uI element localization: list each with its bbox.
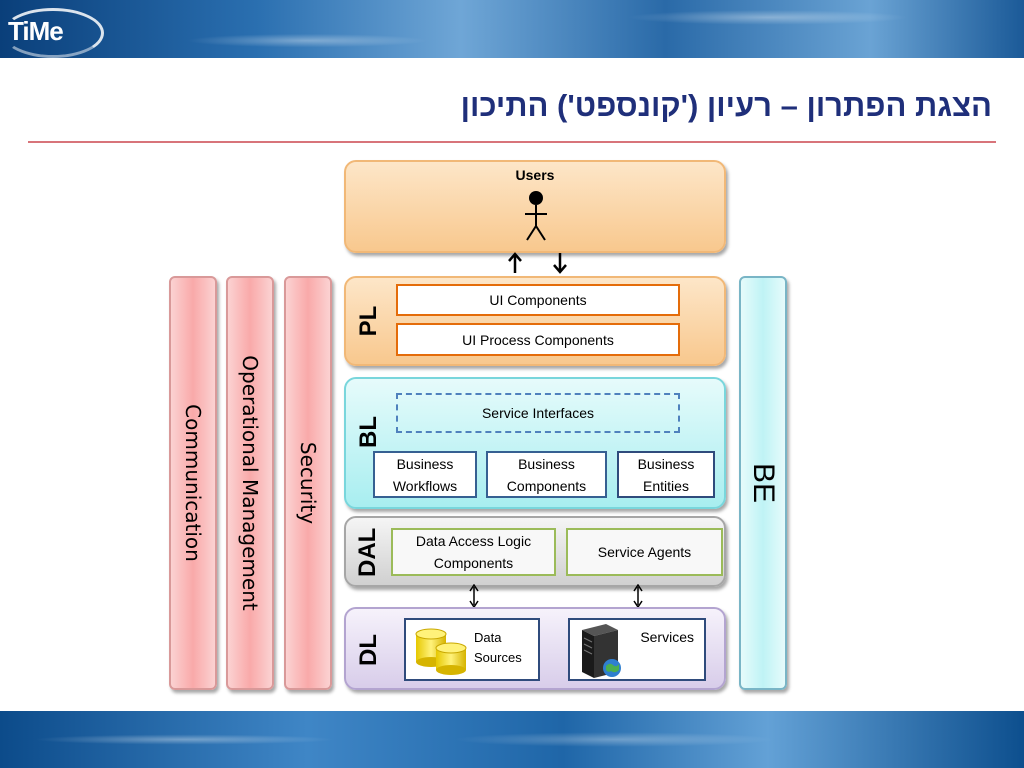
business-entities-box: Business Entities: [617, 451, 715, 498]
users-layer: Users: [344, 160, 726, 253]
pillar-communication: Communication: [169, 276, 217, 690]
dl-layer: DL Data Sources: [344, 607, 726, 690]
business-components-box: Business Components: [486, 451, 607, 498]
bl-label: BL: [355, 416, 382, 448]
logo-text: TiMe: [8, 16, 64, 46]
pillar-communication-label: Communication: [181, 404, 205, 562]
data-sources-label-line1: Data: [474, 630, 502, 645]
services-box: Services: [568, 618, 706, 681]
header-banner: TiMe: [0, 0, 1024, 58]
dal-layer: DAL Data Access Logic Components Service…: [344, 516, 726, 587]
users-label: Users: [515, 167, 555, 183]
arrow-up-icon: [508, 252, 522, 273]
slide-title: הצגת הפתרון – רעיון ('קונספט') התיכון: [460, 88, 992, 123]
pillar-operational-management: Operational Management: [226, 276, 274, 690]
business-workflows-box: Business Workflows: [373, 451, 477, 498]
pillar-be-label: BE: [747, 462, 780, 504]
pillar-be: BE: [739, 276, 787, 690]
service-agents-box: Service Agents: [566, 528, 723, 576]
arrow-down-icon: [553, 253, 567, 274]
services-label: Services: [640, 629, 694, 645]
footer-banner: [0, 711, 1024, 768]
dl-label: DL: [355, 634, 382, 666]
dal-label: DAL: [354, 527, 381, 577]
pillar-security-label: Security: [296, 441, 320, 525]
bidirectional-arrow-icon: [469, 584, 479, 608]
server-globe-icon: [582, 624, 621, 678]
data-sources-box: Data Sources: [404, 618, 540, 681]
pl-layer: PL UI Components UI Process Components: [344, 276, 726, 366]
service-interfaces-box: Service Interfaces: [396, 393, 680, 433]
bl-layer: BL Service Interfaces Business Workflows…: [344, 377, 726, 509]
bidirectional-arrow-icon: [633, 584, 643, 608]
ui-components-box: UI Components: [396, 284, 680, 316]
time-logo: TiMe: [2, 6, 104, 58]
ui-process-components-box: UI Process Components: [396, 323, 680, 356]
user-stick-figure-icon: [525, 191, 547, 241]
data-sources-label-line2: Sources: [474, 650, 522, 665]
pillar-security: Security: [284, 276, 332, 690]
pillar-operational-label: Operational Management: [238, 355, 262, 611]
logo-ring-icon: [2, 8, 104, 58]
database-cylinders-icon: [415, 628, 467, 675]
pl-label: PL: [355, 305, 382, 337]
title-divider: [28, 141, 996, 143]
data-access-logic-components-box: Data Access Logic Components: [391, 528, 556, 576]
